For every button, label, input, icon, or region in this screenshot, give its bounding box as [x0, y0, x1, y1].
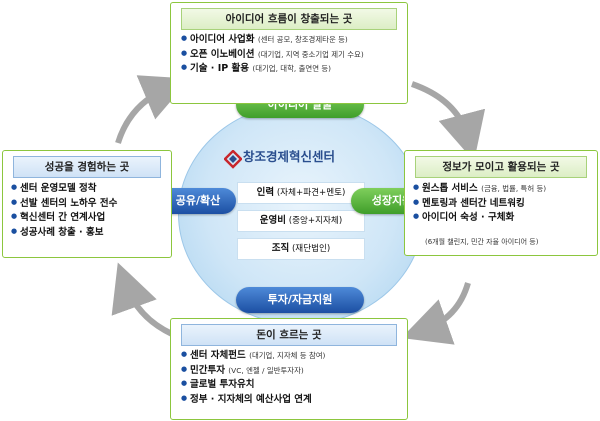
arrow-top-right: [411, 81, 486, 162]
box-success-list: ●센터 운영모델 정착 ●선발 센터의 노하우 전수 ●혁신센터 간 연계사업 …: [11, 182, 117, 241]
pill-investment-funding: 투자/자금지원: [236, 287, 364, 313]
list-item: ●정부 · 지자체의 예산사업 연계: [181, 394, 312, 406]
box-idea-flow: 아이디어 흐름이 창출되는 곳 ●아이디어 사업화 (센터 공모, 창조경제타운…: [170, 2, 408, 104]
box-money-flow-list: ●센터 자체펀드 (대기업, 지자체 등 참여) ●민간투자 (VC, 엔젤 /…: [181, 349, 325, 408]
logo-text: 창조경제혁신센터: [243, 149, 336, 164]
list-item: ●기술 · IP 활용 (대기업, 대학, 출연연 등): [181, 63, 332, 75]
box-information: 정보가 모이고 활용되는 곳 ●원스톱 서비스 (금융, 법률, 특허 등) ●…: [404, 150, 598, 256]
box-money-flow: 돈이 흐르는 곳 ●센터 자체펀드 (대기업, 지자체 등 참여) ●민간투자 …: [170, 318, 408, 420]
center-row-organization: 조직 (재단법인): [237, 238, 365, 260]
list-item: ●선발 센터의 노하우 전수: [11, 197, 118, 209]
box-money-flow-title: 돈이 흐르는 곳: [181, 324, 397, 346]
box-success: 성공을 경험하는 곳 ●센터 운영모델 정착 ●선발 센터의 노하우 전수 ●혁…: [2, 150, 172, 258]
box-idea-flow-title: 아이디어 흐름이 창출되는 곳: [181, 8, 397, 30]
arrow-bottom-left: [111, 262, 174, 337]
list-item: ●혁신센터 간 연계사업: [11, 212, 106, 224]
box-success-title: 성공을 경험하는 곳: [13, 156, 161, 178]
box-idea-flow-list: ●아이디어 사업화 (센터 공모, 창조경제타운 등) ●오픈 이노베이션 (대…: [181, 33, 364, 77]
list-item: ●오픈 이노베이션 (대기업, 지역 중소기업 제기 수요): [181, 48, 364, 60]
arrow-top-left: [115, 75, 191, 144]
list-item: ●센터 운영모델 정착: [11, 183, 97, 194]
arrow-bottom-right: [401, 282, 471, 345]
box-information-list: ●원스톱 서비스 (금융, 법률, 특허 등) ●멘토링과 센터간 네트워킹 ●…: [413, 182, 546, 226]
list-item: ●민간투자 (VC, 엔젤 / 일반투자자): [181, 364, 304, 376]
center-row-budget: 운영비 (중앙+지자체): [237, 210, 365, 232]
logo-icon: [224, 150, 242, 169]
center-row-personnel: 인력 (자체+파견+멘토): [237, 182, 365, 204]
list-item: ●멘토링과 센터간 네트워킹: [413, 197, 525, 209]
list-item: ●센터 자체펀드 (대기업, 지자체 등 참여): [181, 350, 326, 361]
list-item: ●글로벌 투자유치: [181, 379, 255, 391]
list-item: ●아이디어 숙성 · 구체화: [413, 212, 515, 224]
list-item: ●아이디어 사업화 (센터 공모, 창조경제타운 등): [181, 34, 348, 45]
list-item: ●성공사례 창출 · 홍보: [11, 227, 104, 239]
box-information-title: 정보가 모이고 활용되는 곳: [415, 156, 587, 178]
list-item: ●원스톱 서비스 (금융, 법률, 특허 등): [413, 183, 547, 194]
box-information-note: (6개월 챌린지, 민간 자율 아이디어 등): [425, 238, 539, 246]
